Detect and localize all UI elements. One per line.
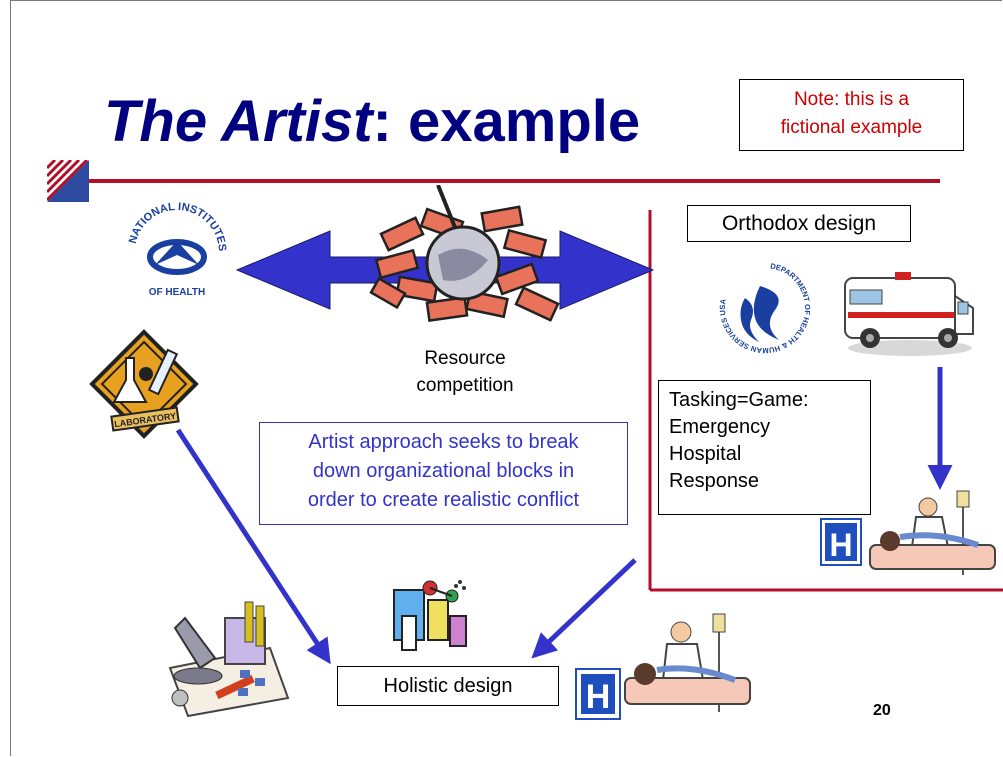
tasking-box: Tasking=Game: Emergency Hospital Respons…: [658, 380, 871, 515]
note-line-1: Note: this is a: [793, 89, 910, 110]
svg-text:H: H: [586, 678, 611, 716]
orthodox-design-box: Orthodox design: [687, 205, 911, 242]
arrow-lab-to-holistic: [175, 428, 331, 665]
tasking-line-1: Tasking=Game:: [669, 389, 809, 411]
hospital-bed-icon: [624, 613, 751, 712]
tasking-line-4: Response: [669, 470, 760, 492]
corner-stripe-icon: [47, 160, 89, 202]
microscope-lab-clipart: [168, 601, 290, 718]
orthodox-frame: [648, 210, 1003, 592]
tasking-line-3: Hospital: [669, 443, 742, 465]
ambulance-icon: [844, 272, 974, 356]
artist-approach-box: Artist approach seeks to break down orga…: [259, 422, 628, 525]
brick-wall-wrecking-ball-icon: [369, 185, 560, 322]
svg-text:H: H: [829, 527, 852, 563]
artist-line-3: order to create realistic conflict: [307, 489, 580, 511]
title-rest: : example: [372, 89, 641, 154]
artist-line-1: Artist approach seeks to break: [308, 431, 579, 453]
resource-line-2: competition: [416, 375, 514, 396]
artist-line-2: down organizational blocks in: [312, 460, 575, 482]
science-clipart: [393, 580, 467, 651]
note-box: Note: this is a fictional example: [739, 79, 964, 151]
hospital-bed-icon: [869, 490, 996, 575]
page-title: The Artist: example: [104, 88, 640, 155]
resource-competition-label: Resource competition: [390, 345, 540, 399]
svg-text:OF HEALTH: OF HEALTH: [149, 287, 205, 298]
hospital-h-icon: H: [820, 518, 862, 566]
resource-line-1: Resource: [424, 348, 506, 369]
title-italic: The Artist: [104, 89, 373, 154]
hhs-logo: DEPARTMENT OF HEALTH & HUMAN SERVICES US…: [718, 261, 812, 355]
slide-frame: [10, 0, 1002, 756]
nih-logo: NATIONAL INSTITUTES OF HEALTH: [127, 201, 228, 298]
tasking-line-2: Emergency: [669, 416, 771, 438]
laboratory-sign-icon: LABORATORY: [89, 329, 199, 439]
holistic-design-box: Holistic design: [337, 666, 559, 706]
page-number: 20: [873, 702, 891, 719]
arrow-orthodox-to-holistic: [531, 558, 637, 659]
hospital-h-icon: H: [575, 668, 621, 720]
note-line-2: fictional example: [780, 117, 923, 138]
